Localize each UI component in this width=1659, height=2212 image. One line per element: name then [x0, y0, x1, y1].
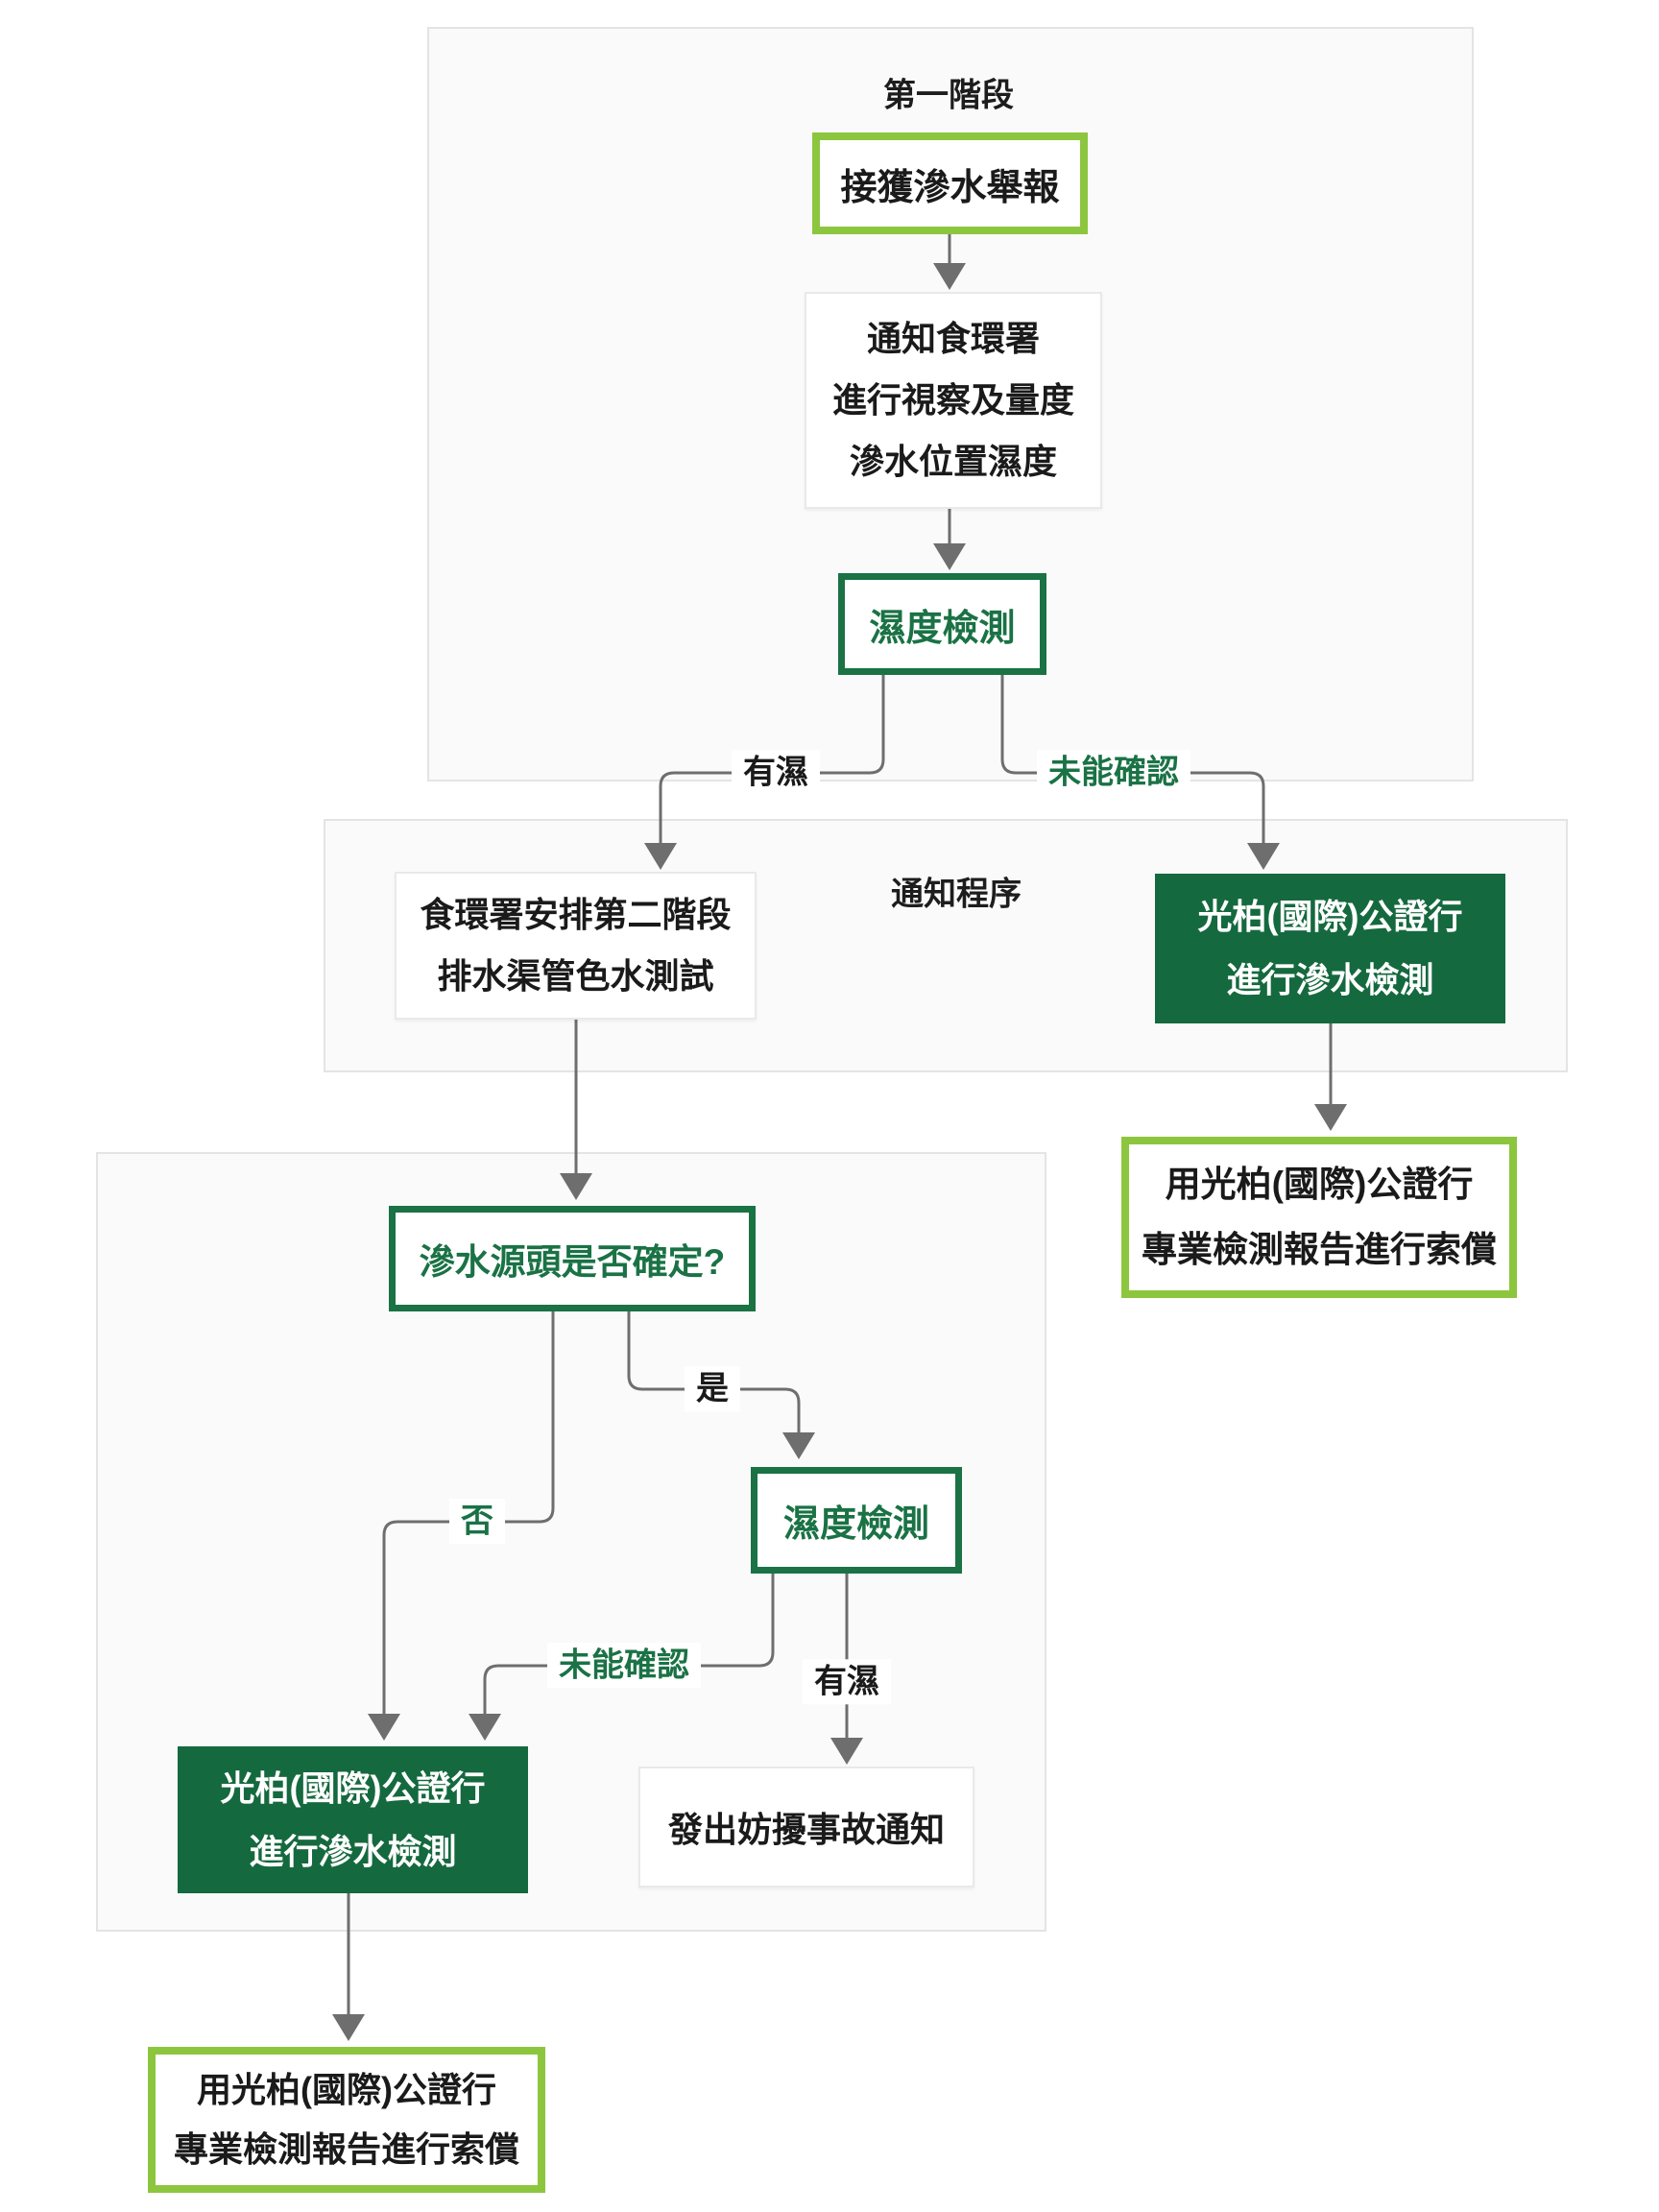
node-claim-report-2: 用光柏(國際)公證行 專業檢測報告進行索償: [148, 2047, 545, 2193]
edge-label-wet-2: 有濕: [803, 1659, 891, 1705]
edge-label-yes: 是: [685, 1366, 740, 1412]
arrowhead: [469, 1714, 501, 1741]
edge-label-no: 否: [449, 1499, 505, 1545]
node-moisture-test-1: 濕度檢測: [838, 573, 1046, 675]
node-moisture-test-2: 濕度檢測: [751, 1467, 962, 1574]
arrowhead: [1247, 843, 1280, 870]
arrowhead: [933, 543, 966, 570]
stage2-title: 通知程序: [891, 876, 1022, 913]
node-kinbo-inspection-1: 光柏(國際)公證行 進行滲水檢測: [1155, 874, 1505, 1023]
arrowhead: [933, 263, 966, 290]
edge-label-unconfirmed-2: 未能確認: [547, 1643, 701, 1689]
node-kinbo-inspection-2: 光柏(國際)公證行 進行滲水檢測: [178, 1746, 528, 1893]
node-receive-report: 接獲滲水舉報: [812, 132, 1088, 234]
arrowhead: [368, 1714, 400, 1741]
arrowhead: [644, 843, 677, 870]
edge-label-unconfirmed-1: 未能確認: [1037, 750, 1190, 796]
arrowhead: [782, 1432, 815, 1459]
node-notify-fehd: 通知食環署 進行視察及量度 滲水位置濕度: [805, 292, 1102, 509]
arrowhead: [830, 1738, 863, 1765]
node-claim-report-1: 用光柏(國際)公證行 專業檢測報告進行索償: [1121, 1137, 1517, 1298]
edge-label-wet-1: 有濕: [732, 750, 820, 796]
arrowhead: [1314, 1104, 1347, 1131]
arrowhead: [560, 1173, 592, 1200]
stage1-title: 第一階段: [883, 77, 1014, 114]
arrowhead: [332, 2014, 365, 2041]
node-source-question: 滲水源頭是否確定?: [389, 1206, 756, 1311]
node-nuisance-notice: 發出妨擾事故通知: [638, 1767, 974, 1887]
node-fehd-stage2: 食環署安排第二階段 排水渠管色水測試: [395, 872, 757, 1020]
